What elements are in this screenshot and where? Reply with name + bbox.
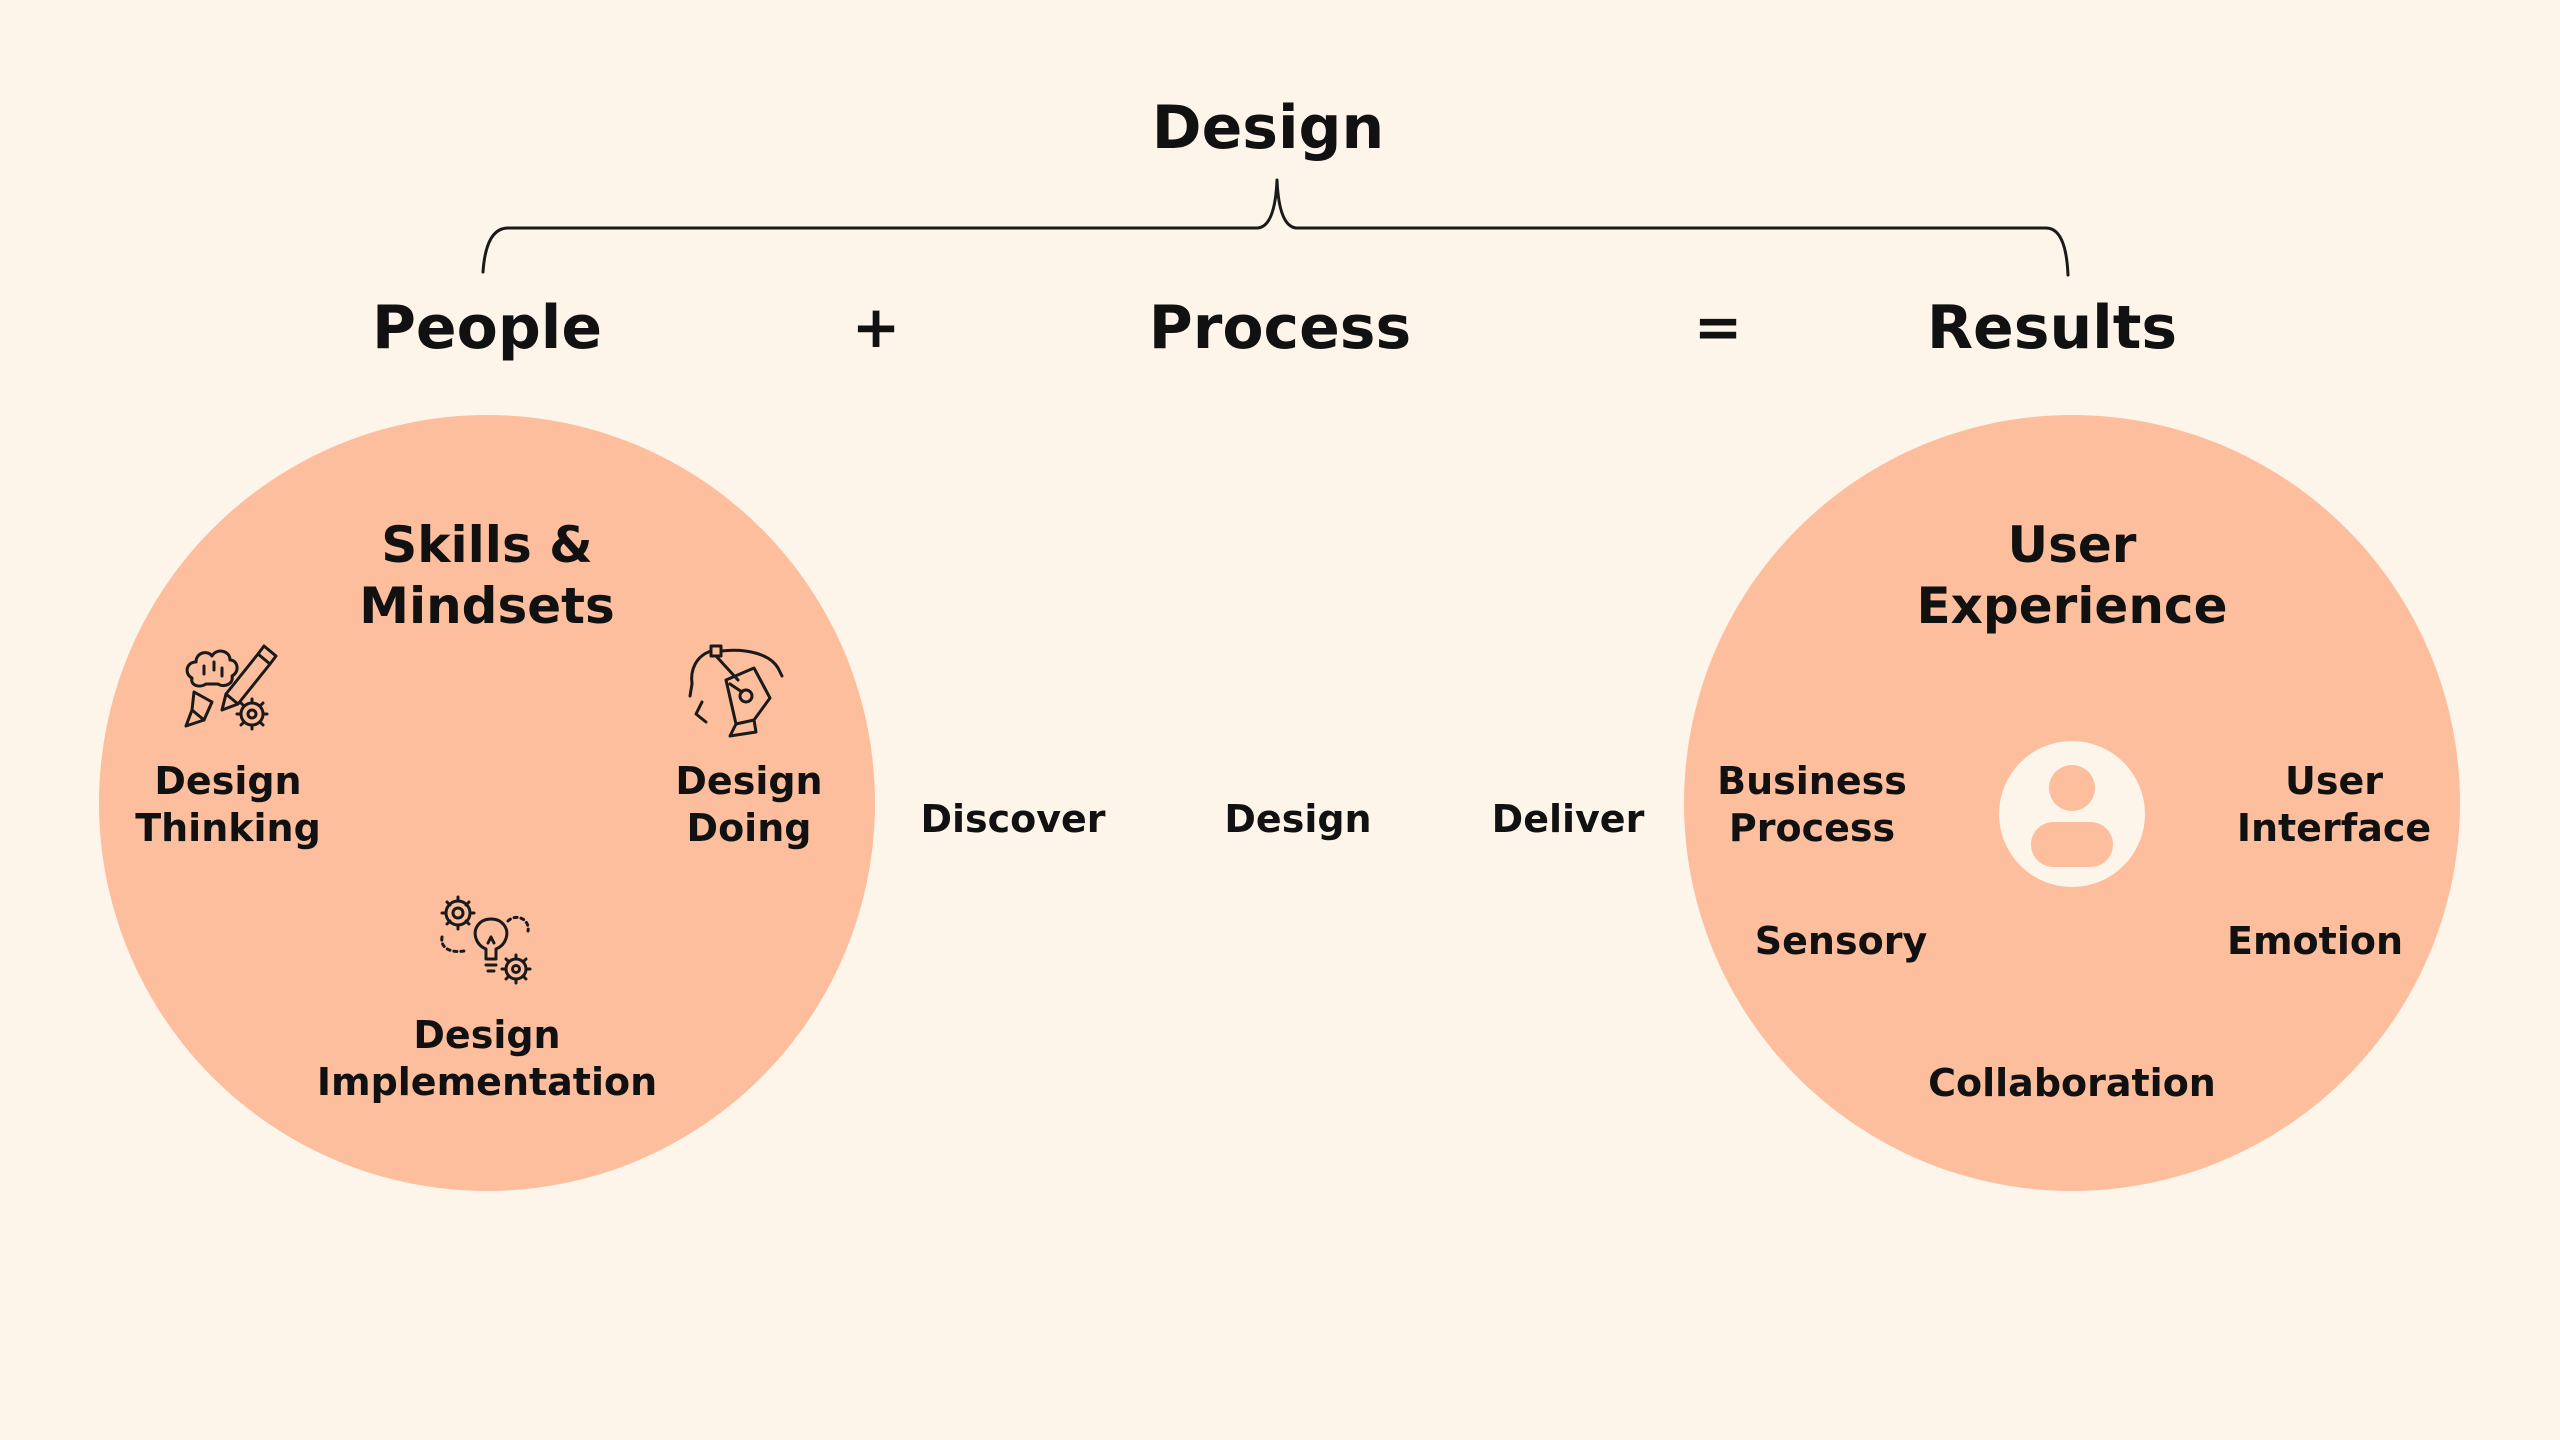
right-item-emotion: Emotion [2226,919,2404,963]
user-experience-title: User Experience [1916,516,2228,635]
right-item-business-process: Business Process [1717,759,1907,850]
pen-tool-icon [688,644,784,738]
right-item-user-interface: User Interface [2236,759,2432,850]
diagram-title: Design [1151,93,1385,163]
process-step-deliver: Deliver [1491,797,1645,841]
skills-mindsets-title: Skills & Mindsets [359,516,615,635]
left-item-design-implementation: Design Implementation [316,1013,658,1104]
left-item-design-thinking: Design Thinking [135,759,321,850]
people-heading: People [371,293,603,363]
process-step-discover: Discover [920,797,1106,841]
skills-mindsets-circle [99,415,875,1191]
right-item-sensory: Sensory [1754,919,1928,963]
plus-sign: + [851,293,901,361]
user-avatar-icon [1999,741,2145,887]
left-item-design-doing: Design Doing [675,759,823,850]
lightbulb-gears-icon [440,895,532,985]
right-item-collaboration: Collaboration [1928,1061,2216,1105]
equals-sign: = [1693,293,1743,361]
process-heading: Process [1148,293,1412,363]
results-heading: Results [1926,293,2178,363]
curly-brace [481,178,2070,277]
process-step-design: Design [1224,797,1372,841]
brain-pencil-gear-icon [184,644,278,731]
